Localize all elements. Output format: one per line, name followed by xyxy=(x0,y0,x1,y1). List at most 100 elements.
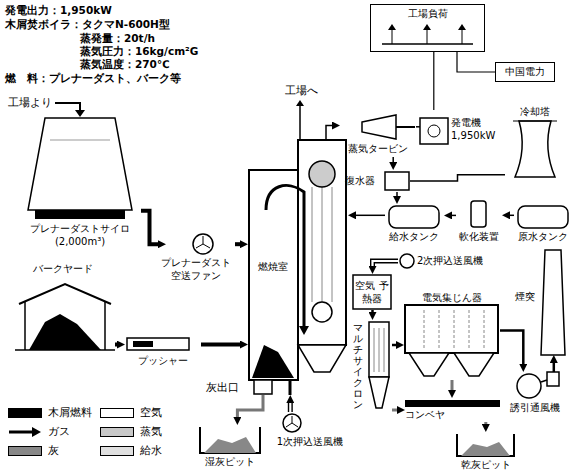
raw-water-tank: 原水タンク xyxy=(514,204,573,246)
boiler-part xyxy=(322,187,323,302)
induced-draft-fan-label: 誘引通風機 xyxy=(505,401,565,414)
electrostatic-precipitator-part xyxy=(484,310,485,348)
legend-text: ガス xyxy=(48,425,70,438)
factory-load-part xyxy=(427,29,428,44)
transport-fan-part xyxy=(196,236,210,248)
utility-box: 中国電力 xyxy=(495,62,556,82)
steam-arrowhead xyxy=(296,100,304,106)
wet-ash-pit: 湿灰ピット xyxy=(196,425,265,470)
legend-text: 空気 xyxy=(140,406,162,419)
boiler-part xyxy=(309,161,335,187)
transport-fan-part xyxy=(193,234,213,254)
connector-line xyxy=(410,175,505,181)
supply-arrowhead xyxy=(75,110,85,117)
induced-draft-fan-part xyxy=(541,380,547,382)
electrostatic-precipitator-shape xyxy=(404,290,499,380)
dry-ash-pit-part xyxy=(461,442,510,456)
dry-ash-pit: 乾灰ピット xyxy=(453,432,519,472)
connector-ash xyxy=(237,395,263,417)
boiler: 燃焼室 xyxy=(248,140,348,395)
boiler-part xyxy=(254,380,272,394)
boiler-part xyxy=(289,380,292,395)
multicyclone: マルチサイクロン xyxy=(352,320,392,420)
flow-label: 工場へ xyxy=(285,84,318,97)
spec-line: 蒸発量：20t/h xyxy=(80,32,155,45)
connector-line xyxy=(371,310,374,312)
connector-line xyxy=(392,344,396,347)
primary-fan: 1次押込送風機 xyxy=(270,412,351,457)
electrostatic-precipitator-part xyxy=(409,353,449,376)
flow-label: 灰出口 xyxy=(206,381,239,394)
pusher-shape xyxy=(125,335,200,373)
connector-line xyxy=(373,261,399,266)
connector-line xyxy=(500,331,523,365)
electrostatic-precipitator-part xyxy=(405,305,498,353)
factory-load-part xyxy=(462,29,463,44)
legend-text: 給水 xyxy=(140,444,162,457)
connector-ash xyxy=(485,422,486,424)
legend-swatch xyxy=(8,446,42,456)
steam-turbine: 蒸気タービン xyxy=(340,112,416,157)
factory-load-part xyxy=(371,5,485,52)
conveyor-part xyxy=(405,400,500,407)
boiler-part xyxy=(249,170,298,380)
generator-label: 発電機 1,950kW xyxy=(451,116,500,142)
boiler-label: 燃焼室 xyxy=(251,260,295,273)
secondary-fan-part xyxy=(400,254,414,268)
multicyclone-part xyxy=(369,377,389,408)
spec-line: 木屑焚ボイラ：タクマN-600H型 xyxy=(5,18,170,31)
silo-part xyxy=(35,210,125,219)
connector-line xyxy=(451,380,454,390)
connector-line xyxy=(510,215,514,217)
connector-line xyxy=(433,52,434,110)
connector-line xyxy=(484,422,487,424)
multicyclone-part xyxy=(379,328,380,372)
connector-air xyxy=(290,403,291,412)
steam-turbine-label: 蒸気タービン xyxy=(340,142,415,155)
multicyclone-part xyxy=(374,328,375,372)
generator-part xyxy=(428,125,440,137)
flow-label: 工場より xyxy=(8,96,52,109)
electrostatic-precipitator-part xyxy=(424,310,425,348)
connector-line xyxy=(326,126,332,141)
connector-pipe xyxy=(393,157,394,162)
steam-turbine-part xyxy=(362,115,396,139)
boiler-part xyxy=(312,187,313,302)
generator: 発電機 1,950kW xyxy=(420,110,501,150)
factory-load: 工場負荷 xyxy=(370,4,486,52)
connector-gas xyxy=(553,363,554,372)
connector-fuel xyxy=(201,344,240,345)
wet-ash-pit-label: 湿灰ピット xyxy=(196,455,264,468)
water-softener-label: 軟化装置 xyxy=(456,230,501,243)
legend-swatch xyxy=(100,408,134,418)
connector-line xyxy=(201,343,240,347)
bark-yard-shape xyxy=(15,262,115,357)
conveyor: コンベヤ xyxy=(405,398,500,422)
factory-load-part xyxy=(458,24,466,30)
silo-part xyxy=(28,118,132,210)
condenser: 復水器 xyxy=(345,170,410,192)
connector-air xyxy=(373,261,399,266)
chimney-shape xyxy=(515,250,570,355)
conveyor-label: コンベヤ xyxy=(405,408,465,421)
water-softener: 軟化装置 xyxy=(456,199,502,246)
chimney: 煙突 xyxy=(515,250,570,355)
transport-fan-label: プレナーダスト 空送ファン xyxy=(158,256,234,282)
connector-line xyxy=(452,215,456,217)
connector-line xyxy=(356,215,385,217)
utility-box-part xyxy=(496,63,555,82)
feed-water-tank-part xyxy=(389,206,439,228)
connector-pipe xyxy=(510,215,514,216)
connector-fuel xyxy=(141,211,158,244)
connector-fuel xyxy=(115,344,117,345)
condenser-label: 復水器 xyxy=(345,174,383,187)
primary-fan-part xyxy=(283,414,301,432)
electrostatic-precipitator-part xyxy=(439,310,440,348)
legend-swatch xyxy=(100,446,134,456)
supply-line xyxy=(55,103,80,110)
air-preheater-shape xyxy=(352,274,392,310)
wet-ash-pit-part xyxy=(200,427,260,453)
connector-pipe xyxy=(326,126,332,141)
connector-gas xyxy=(372,310,373,312)
factory-load-part xyxy=(423,24,431,30)
